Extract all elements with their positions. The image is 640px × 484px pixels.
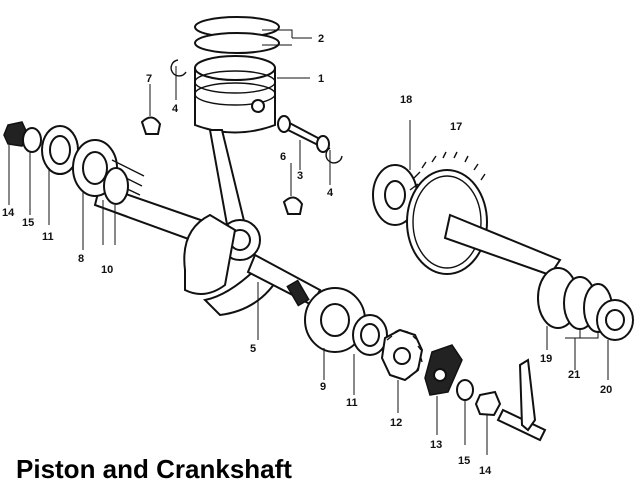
plate-hole — [433, 368, 447, 382]
callout-bearing-center: 9 — [320, 381, 326, 393]
callout-circlip-left: 4 — [172, 103, 179, 115]
callout-bearing-right-gear: 18 — [400, 94, 412, 106]
callout-spacer-21: 21 — [568, 369, 580, 381]
callout-seal-center: 11 — [346, 397, 358, 409]
circlip-right — [325, 147, 343, 164]
callout-seal-left: 11 — [42, 231, 54, 243]
callout-piston-ring: 2 — [318, 33, 324, 45]
wrist-pin — [277, 115, 330, 153]
woodruff-key-lower — [282, 196, 304, 215]
callout-seal-20: 20 — [600, 384, 612, 396]
woodruff-key-upper — [140, 116, 162, 135]
callout-spacer-left: 10 — [101, 264, 113, 276]
lever — [496, 358, 547, 442]
piston — [194, 55, 276, 134]
callout-nut-right: 14 — [479, 465, 492, 477]
callout-nut-left: 14 — [2, 207, 15, 219]
callout-plate: 13 — [430, 439, 442, 451]
circlip-left — [170, 59, 187, 77]
callout-bearing-left: 8 — [78, 253, 84, 265]
leader-lines — [8, 29, 609, 455]
large-gear-assembly — [372, 151, 634, 341]
callout-connecting-rod-crank: 5 — [250, 343, 256, 355]
callout-piston: 1 — [318, 73, 324, 85]
small-gear — [380, 328, 424, 382]
callout-washer-left: 15 — [22, 217, 34, 229]
center-bearing-assembly — [304, 287, 388, 356]
callout-washer-right: 15 — [458, 455, 470, 467]
callout-circlip-right: 4 — [327, 187, 334, 199]
callout-bearing-19: 19 — [540, 353, 552, 365]
washer-right — [456, 379, 474, 401]
callout-gear-assembly: 17 — [450, 121, 462, 133]
nut-right — [474, 390, 502, 417]
piston-rings — [194, 16, 280, 54]
callout-key-upper: 7 — [146, 73, 152, 85]
diagram-title: Piston and Crankshaft — [16, 454, 292, 484]
left-bearing-assembly — [3, 121, 145, 205]
callout-wrist-pin: 3 — [297, 170, 303, 182]
callout-gear-small: 12 — [390, 417, 402, 429]
callout-key-lower: 6 — [280, 151, 286, 163]
